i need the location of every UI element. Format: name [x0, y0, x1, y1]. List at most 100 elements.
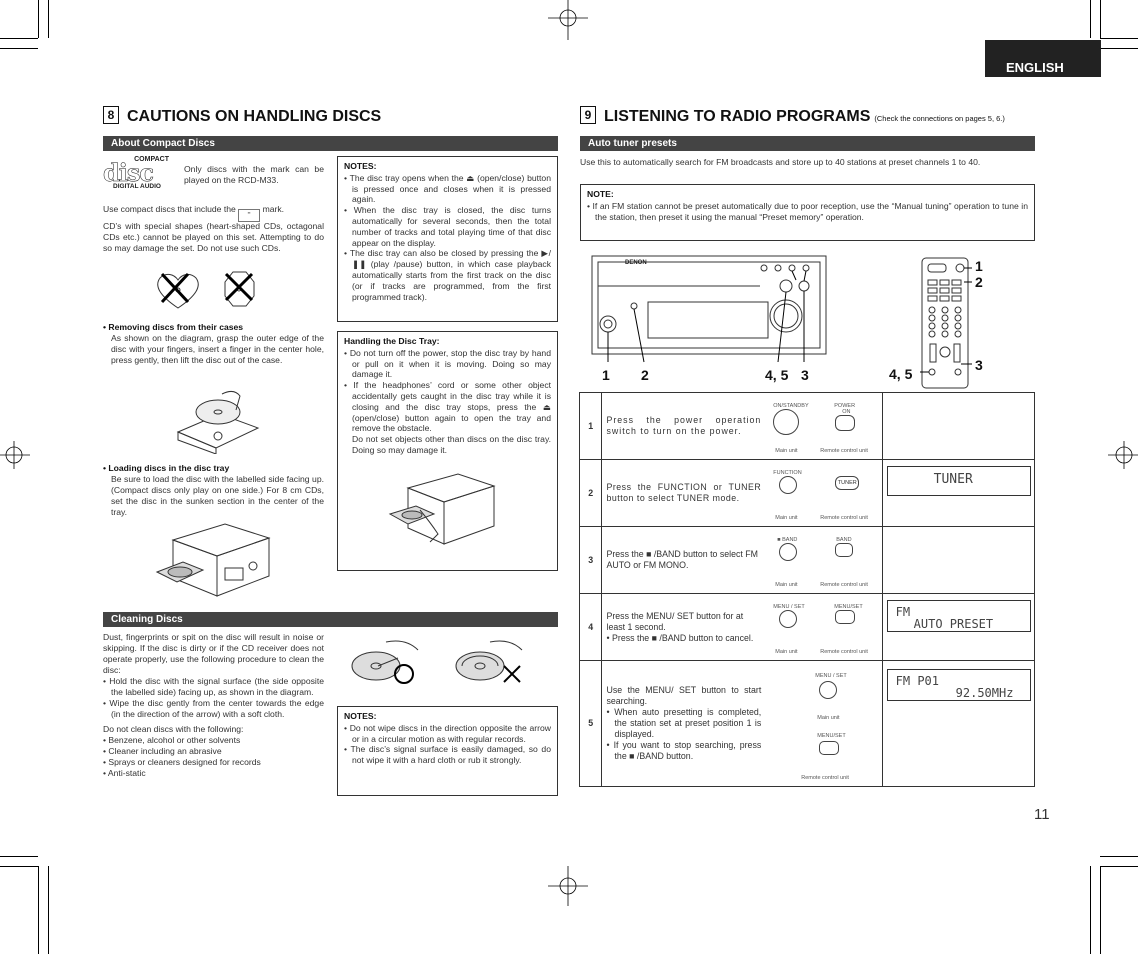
callout-menu-set: 4, 5	[765, 367, 789, 383]
power-on-button-icon	[835, 415, 856, 431]
only-discs-text: Only discs with the mark can be played o…	[184, 164, 324, 185]
section-title-radio: 9 LISTENING TO RADIO PROGRAMS(Check the c…	[580, 106, 1005, 126]
crop-mark	[38, 866, 39, 954]
step-description: Press the MENU/ SET button for at least …	[601, 593, 766, 661]
section-note: (Check the connections on pages 5, 6.)	[874, 114, 1005, 123]
band-button-icon	[779, 543, 798, 561]
do-not-item: Sprays or cleaners designed for records	[103, 757, 324, 768]
handling-item: If the headphones’ cord or some other ob…	[344, 380, 551, 434]
cleaning-item: Hold the disc with the signal surface (t…	[103, 676, 324, 698]
crop-mark	[1100, 866, 1138, 867]
step-button-images: MENU / SET Main unit MENU/SET Remote con…	[765, 660, 883, 787]
crop-mark	[48, 866, 49, 954]
crop-mark	[1100, 38, 1138, 39]
crop-mark	[0, 48, 38, 49]
remote-menu-set-button-icon	[835, 610, 856, 624]
step-description: Press the FUNCTION or TUNER button to se…	[601, 459, 766, 527]
notes-cleaning-box: NOTES: Do not wipe discs in the directio…	[337, 706, 558, 796]
registration-mark	[548, 866, 588, 906]
step-number: 4	[578, 593, 603, 661]
loading-disc-illustration	[155, 523, 271, 597]
cleaning-direction-illustration	[351, 640, 523, 684]
main-unit-front-panel	[591, 255, 827, 363]
notes-disc-tray-box: NOTES: The disc tray opens when the ⏏ (o…	[337, 156, 558, 322]
section-number: 9	[580, 106, 596, 124]
on-standby-button-icon	[773, 409, 800, 435]
do-not-item: Cleaner including an abrasive	[103, 746, 324, 757]
step-display	[881, 526, 1036, 594]
callout-remote-tuner: 2	[975, 274, 983, 290]
tuner-button-icon: TUNER	[835, 476, 860, 490]
step-display: FM AUTO PRESET	[881, 593, 1036, 661]
crop-mark	[1100, 48, 1138, 49]
note-item: The disc tray opens when the ⏏ (open/clo…	[344, 173, 551, 205]
page-number: 11	[1034, 806, 1050, 823]
step-number: 3	[578, 526, 603, 594]
callout-band: 3	[801, 367, 809, 383]
language-tab: ENGLISH	[985, 40, 1101, 77]
note-item: The disc tray can also be closed by pres…	[344, 248, 551, 302]
step-description: Use the MENU/ SET button to start search…	[601, 660, 766, 787]
crop-mark	[1100, 866, 1101, 954]
lcd-display: TUNER	[886, 466, 1031, 496]
step-display: TUNER	[881, 459, 1036, 527]
disc-mark-icon: ▪▪	[238, 209, 261, 222]
crop-mark	[0, 38, 38, 39]
callout-remote-band: 3	[975, 357, 983, 373]
crop-mark	[1100, 856, 1138, 857]
step-number: 1	[578, 392, 603, 460]
remote-band-button-icon	[835, 543, 854, 557]
callout-remote-power: 1	[975, 258, 983, 274]
step-row: 4 Press the MENU/ SET button for at leas…	[578, 593, 1036, 661]
note-item: Do not wipe discs in the direction oppos…	[344, 723, 551, 745]
handling-item: Do not turn off the power, stop the disc…	[344, 348, 551, 380]
step-description: Press the ■ /BAND button to select FM AU…	[601, 526, 766, 594]
step-button-images: MENU / SET MENU/SET Main unit Remote con…	[765, 593, 883, 661]
function-button-icon	[779, 476, 798, 494]
do-not-item: Anti-static	[103, 768, 324, 779]
special-shapes-text: CD’s with special shapes (heart-shaped C…	[103, 221, 324, 253]
auto-tuner-presets-bar: Auto tuner presets	[580, 136, 1035, 151]
removing-discs: • Removing discs from their cases As sho…	[103, 322, 324, 365]
step-row: 3 Press the ■ /BAND button to select FM …	[578, 526, 1036, 594]
cleaning-discs-bar: Cleaning Discs	[103, 612, 558, 627]
removing-disc-illustration	[176, 390, 260, 454]
remote-menu-set-button-icon	[819, 741, 840, 755]
menu-set-button-icon	[779, 610, 798, 628]
brand-logo: DENON	[625, 260, 647, 266]
compact-disc-logo: COMPACT disc DIGITAL AUDIO	[103, 156, 169, 190]
crop-mark	[48, 0, 49, 38]
auto-tuner-intro: Use this to automatically search for FM …	[580, 157, 981, 167]
step-number: 5	[578, 660, 603, 787]
cleaning-text: Dust, fingerprints or spit on the disc w…	[103, 632, 324, 779]
step-description: Press the power operation switch to turn…	[601, 392, 766, 460]
step-row: 2 Press the FUNCTION or TUNER button to …	[578, 459, 1036, 527]
step-display	[881, 392, 1036, 460]
step-button-images: FUNCTION TUNER Main unit Remote control …	[765, 459, 883, 527]
do-not-item: Benzene, alcohol or other solvents	[103, 735, 324, 746]
handling-extra: Do not set objects other than discs on t…	[352, 434, 551, 455]
note-item: The disc’s signal surface is easily dama…	[344, 744, 551, 766]
step-button-images: ON/STANDBY POWER ON Main unit Remote con…	[765, 392, 883, 460]
disc-tray-caution-illustration	[388, 473, 496, 545]
section-title-text: LISTENING TO RADIO PROGRAMS	[604, 108, 871, 125]
crop-mark	[1090, 866, 1091, 954]
registration-mark	[548, 0, 588, 40]
step-button-images: ■ BAND BAND Main unit Remote control uni…	[765, 526, 883, 594]
section-number: 8	[103, 106, 119, 124]
step-row: 5 Use the MENU/ SET button to start sear…	[578, 660, 1036, 787]
crop-mark	[0, 856, 38, 857]
no-special-shape-cds-icon	[157, 271, 255, 309]
auto-preset-note-box: NOTE: • If an FM station cannot be prese…	[580, 184, 1035, 241]
lcd-display: FM AUTO PRESET	[886, 600, 1031, 632]
loading-discs: • Loading discs in the disc tray Be sure…	[103, 463, 324, 517]
crop-mark	[38, 0, 39, 38]
handling-disc-tray-box: Handling the Disc Tray: Do not turn off …	[337, 331, 558, 571]
callout-power: 1	[602, 367, 610, 383]
step-row: 1 Press the power operation switch to tu…	[578, 392, 1036, 460]
registration-mark	[1108, 441, 1138, 469]
registration-mark	[0, 441, 30, 469]
menu-set-button-icon	[819, 681, 838, 699]
callout-function: 2	[641, 367, 649, 383]
